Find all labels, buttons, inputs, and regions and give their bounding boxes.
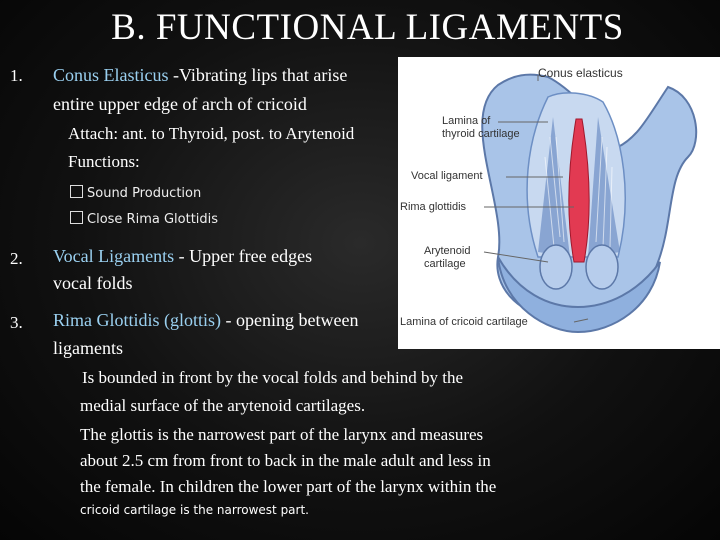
- checkbox-icon: [70, 185, 83, 198]
- conus-elasticus-term: Conus Elasticus: [53, 65, 169, 85]
- label-lamina-thyroid-2: thyroid cartilage: [442, 128, 520, 140]
- glottis-bullet-line1: The glottis is the narrowest part of the…: [80, 425, 484, 444]
- item-2-text: Vocal Ligaments - Upper free edges: [53, 243, 398, 269]
- fold-striations: [544, 136, 613, 248]
- item-3-line1: - opening between: [221, 310, 359, 330]
- sub-bullet-sound: Sound Production: [70, 185, 201, 201]
- label-conus-elasticus: Conus elasticus: [538, 66, 623, 80]
- item-1-line2: entire upper edge of arch of cricoid: [53, 94, 307, 114]
- sound-production-text: Sound Production: [87, 186, 202, 201]
- item-3-number: 3.: [10, 313, 23, 332]
- attach-bullet: Attach: ant. to Thyroid, post. to Aryten…: [68, 124, 355, 143]
- sub-bullet-close: Close Rima Glottidis: [70, 211, 218, 227]
- rima-glottidis-term: Rima Glottidis (glottis): [53, 310, 222, 330]
- item-3-text: Rima Glottidis (glottis) - opening betwe…: [53, 307, 398, 333]
- larynx-diagram-svg: [481, 73, 698, 334]
- functions-bullet: Functions:: [68, 152, 140, 171]
- item-2-line2: vocal folds: [53, 273, 133, 293]
- label-arytenoid-2: cartilage: [424, 258, 466, 270]
- leader-lines: [483, 75, 589, 323]
- close-rima-text: Close Rima Glottidis: [87, 212, 219, 227]
- bounded-bullet-line2: medial surface of the arytenoid cartilag…: [80, 396, 366, 415]
- right-vocal-fold: [588, 117, 620, 257]
- glottis-bullet-line2: about 2.5 cm from front to back in the m…: [80, 451, 491, 470]
- bounded-bullet-line1: Is bounded in front by the vocal folds a…: [82, 368, 464, 387]
- label-arytenoid-1: Arytenoid: [424, 245, 471, 257]
- slide-title: B. FUNCTIONAL LIGAMENTS: [111, 7, 624, 48]
- item-1-text: Conus Elasticus -Vibrating lips that ari…: [53, 62, 398, 88]
- cricoid-cartilage-shape: [497, 256, 661, 334]
- label-lamina-cricoid: Lamina of cricoid cartilage: [400, 316, 528, 328]
- checkbox-icon: [70, 211, 83, 224]
- item-3-line2: ligaments: [53, 338, 123, 358]
- label-rima-glottidis: Rima glottidis: [400, 201, 467, 213]
- item-2-number: 2.: [10, 249, 23, 268]
- item-1-line1: -Vibrating lips that arise: [168, 65, 348, 85]
- label-lamina-thyroid-1: Lamina of: [442, 115, 491, 127]
- vocal-ligaments-term: Vocal Ligaments: [53, 246, 175, 266]
- rima-glottidis-shape: [568, 118, 590, 263]
- item-2-line1: - Upper free edges: [174, 246, 313, 266]
- right-arytenoid: [585, 244, 619, 290]
- label-vocal-ligament: Vocal ligament: [411, 170, 483, 182]
- left-arytenoid: [539, 244, 573, 290]
- glottis-bullet-line4: cricoid cartilage is the narrowest part.: [80, 503, 309, 517]
- larynx-illustration: Conus elasticus Lamina of thyroid cartil…: [398, 57, 720, 349]
- glottis-bullet-line3: the female. In children the lower part o…: [80, 477, 497, 496]
- item-1-number: 1.: [10, 66, 23, 85]
